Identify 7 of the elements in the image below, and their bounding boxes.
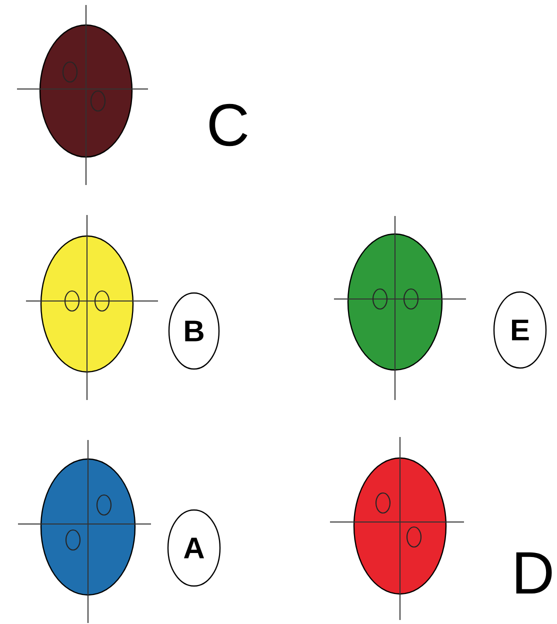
target-disc-drawing xyxy=(330,436,464,620)
target-disc-drawing xyxy=(334,216,466,400)
target-disc-drawing xyxy=(26,214,158,400)
letter-label: D xyxy=(516,552,552,594)
letter-label: C xyxy=(209,104,248,146)
target-disc-drawing xyxy=(18,440,152,624)
target-disc-drawing xyxy=(16,4,148,186)
